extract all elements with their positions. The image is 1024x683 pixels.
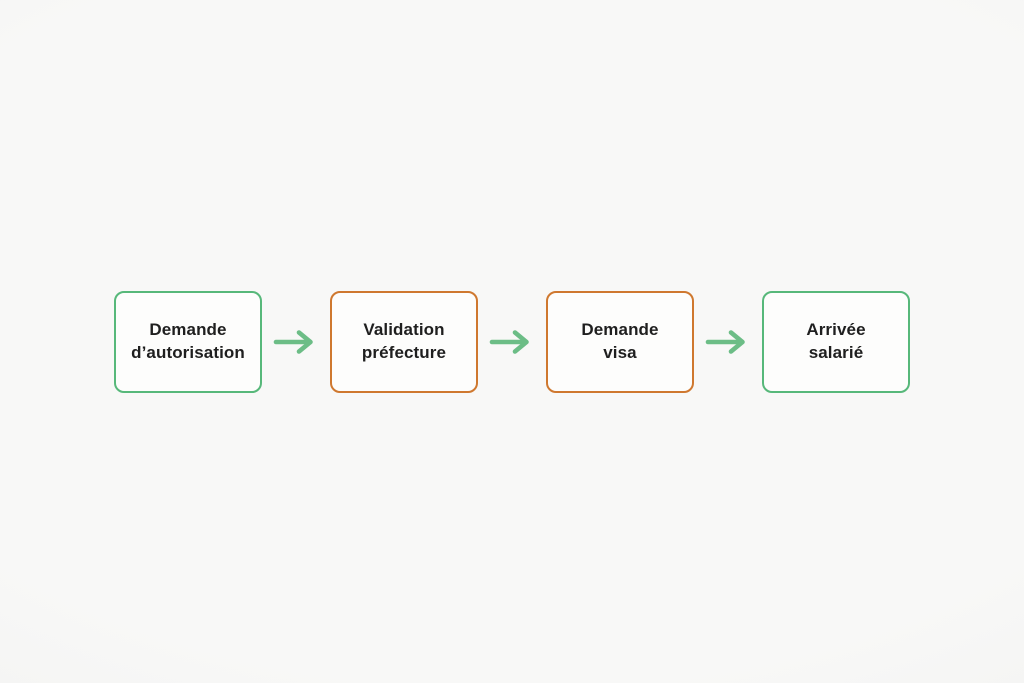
step-label: Demande visa [581,320,659,362]
arrow-right-icon [694,327,762,357]
step-validation-prefecture: Validation préfecture [330,290,478,393]
arrow-right-icon [262,327,330,357]
step-arrivee-salarie: Arrivée salarié [762,290,910,393]
process-flow: Demande d’autorisation Validation préfec… [114,290,910,393]
step-demande-visa: Demande visa [546,290,694,393]
step-label: Demande d’autorisation [131,320,245,362]
step-demande-autorisation: Demande d’autorisation [114,290,262,393]
step-label: Arrivée salarié [806,320,866,362]
arrow-right-icon [478,327,546,357]
step-label: Validation préfecture [361,320,447,362]
